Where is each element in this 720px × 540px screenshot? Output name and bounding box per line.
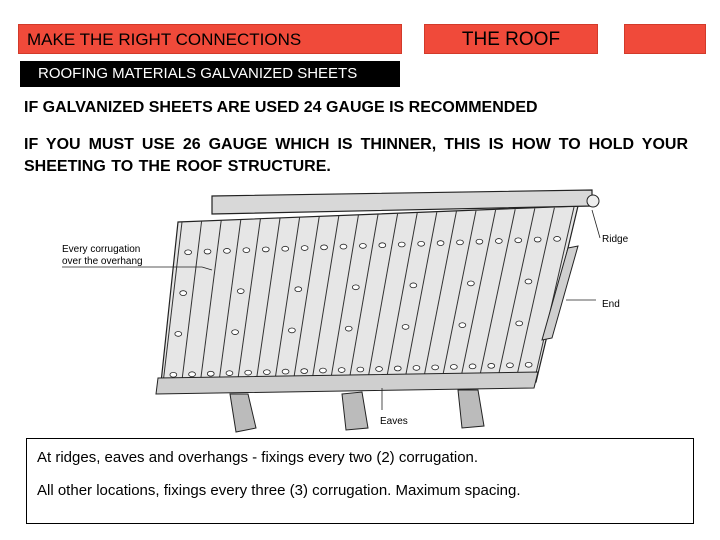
fixing-screw-icon xyxy=(553,236,561,242)
fixing-screw-icon xyxy=(320,244,328,251)
fixing-screw-icon xyxy=(393,365,402,372)
purlin-middle xyxy=(341,391,369,431)
corrugation-line xyxy=(459,209,497,385)
fixing-screw-icon xyxy=(397,241,406,248)
corrugation-line xyxy=(310,215,340,389)
fixing-screw-icon xyxy=(261,246,270,253)
corrugation-line xyxy=(533,206,575,383)
fixing-screw-icon xyxy=(174,331,183,337)
subtitle-bar: ROOFING MATERIALS GALVANIZED SHEETS xyxy=(20,61,400,87)
corrugation-line xyxy=(235,218,261,391)
fixing-screw-icon xyxy=(487,363,496,369)
fixing-screw-icon xyxy=(300,368,309,374)
gauge-instruction: IF YOU MUST USE 26 GAUGE WHICH IS THINNE… xyxy=(24,136,688,175)
header-title-left: MAKE THE RIGHT CONNECTIONS xyxy=(18,24,402,54)
fixing-screw-icon xyxy=(359,243,367,249)
label-ridge: Ridge xyxy=(602,234,629,245)
roof-sheeting-diagram: Every corrugation over the overhang Ridg… xyxy=(62,189,629,433)
fixing-screw-icon xyxy=(378,242,387,248)
note-other-locations: All other locations, fixings every three… xyxy=(37,482,521,499)
fixing-screw-icon xyxy=(436,240,445,246)
fixing-screw-icon xyxy=(203,248,212,255)
fixing-screw-icon xyxy=(375,366,383,372)
fixing-screw-icon xyxy=(352,284,360,291)
fixing-screw-icon xyxy=(456,239,464,246)
corrugation-lines xyxy=(161,206,575,393)
fixing-notes-box: At ridges, eaves and overhangs - fixings… xyxy=(26,438,694,524)
corrugation-line xyxy=(496,208,536,384)
fixing-screw-icon xyxy=(169,371,178,378)
fixing-screw-icon xyxy=(458,322,467,328)
corrugation-line xyxy=(291,216,320,389)
ridge-leader xyxy=(591,209,601,239)
fixing-screw-icon xyxy=(468,363,477,370)
corrugation-line xyxy=(514,207,555,383)
fixing-screw-icon xyxy=(524,278,533,285)
corrugation-line xyxy=(403,212,438,386)
corrugation-line xyxy=(217,219,242,391)
corrugation-line xyxy=(440,210,477,385)
fixing-screw-icon xyxy=(337,367,346,373)
fixing-screw-icon xyxy=(184,249,192,256)
ridge-end-icon xyxy=(586,194,600,208)
fixing-screw-icon xyxy=(344,325,353,332)
fixing-screw-icon xyxy=(319,367,327,374)
purlin-right xyxy=(457,389,485,429)
corrugation-line xyxy=(421,211,457,386)
fixing-screw-icon xyxy=(409,282,418,289)
fixing-screw-icon xyxy=(467,280,475,287)
note-ridges-eaves: At ridges, eaves and overhangs - fixings… xyxy=(37,449,479,466)
fixing-screw-icon xyxy=(236,288,245,294)
corrugation-line xyxy=(366,213,399,387)
fixing-screw-icon xyxy=(188,371,196,378)
fixing-screw-icon xyxy=(288,327,296,334)
fixing-screw-icon xyxy=(294,286,303,293)
fixing-screw-icon xyxy=(223,248,231,254)
corrugation-line xyxy=(328,215,359,388)
fixing-screw-icon xyxy=(281,245,290,252)
fixing-screw-icon xyxy=(401,324,410,330)
label-eaves: Eaves xyxy=(380,416,408,427)
fixing-screw-icon xyxy=(524,361,533,368)
fixing-screw-icon xyxy=(450,364,458,370)
end-rafter xyxy=(541,245,579,341)
fixing-screw-icon xyxy=(206,370,215,377)
corrugation-line xyxy=(384,212,418,387)
fixing-screw-icon xyxy=(242,247,251,253)
fixing-screw-icon xyxy=(514,237,523,244)
header-blank-box xyxy=(624,24,706,54)
fixing-screw-icon xyxy=(300,245,309,251)
fixing-screw-icon xyxy=(231,329,239,335)
fixing-screw-icon xyxy=(263,369,271,375)
purlin-left xyxy=(229,393,257,433)
fixing-screw-icon xyxy=(417,240,425,247)
fixing-screw-icon xyxy=(412,365,421,371)
corrugation-line xyxy=(198,220,222,392)
eaves-edge xyxy=(155,371,539,395)
gauge-recommendation: IF GALVANIZED SHEETS ARE USED 24 GAUGE I… xyxy=(24,99,538,116)
fixing-screw-icon xyxy=(506,362,514,369)
fixing-screw-icon xyxy=(225,370,234,376)
fixing-screw-icon xyxy=(533,236,542,243)
corrugation-line xyxy=(161,221,183,393)
label-end: End xyxy=(602,299,620,310)
fixing-screw-icon xyxy=(431,364,439,371)
label-over-overhang: over the overhang xyxy=(62,256,143,267)
fixing-screw-icon xyxy=(179,290,187,296)
fixing-screw-icon xyxy=(339,243,348,250)
fixing-screw-icon xyxy=(495,238,503,244)
corrugation-line xyxy=(347,214,379,388)
fixing-screw-icon xyxy=(515,320,523,327)
fixing-screws xyxy=(169,236,561,378)
fixing-screw-icon xyxy=(356,366,365,373)
label-every-corrugation: Every corrugation xyxy=(62,244,140,255)
fixing-screw-icon xyxy=(244,369,252,376)
corrugation-line xyxy=(180,221,203,392)
fixing-screw-icon xyxy=(281,368,290,375)
corrugation-line xyxy=(254,218,281,390)
fixing-screw-icon xyxy=(475,238,484,245)
corrugation-line xyxy=(273,217,301,390)
corrugation-line xyxy=(477,209,516,384)
header-title-right: THE ROOF xyxy=(424,24,598,54)
